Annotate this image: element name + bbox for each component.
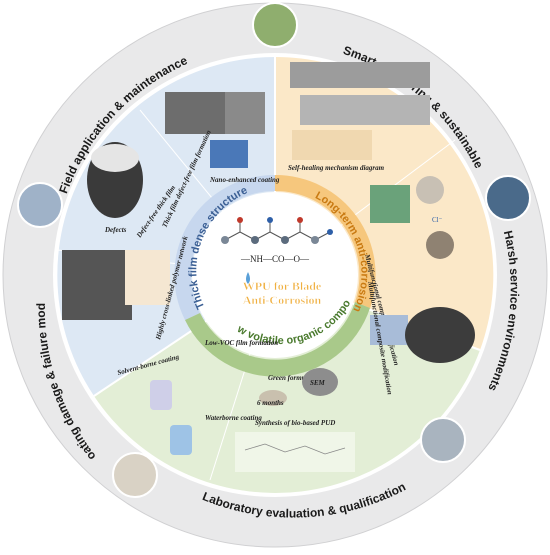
sem-fracture-image <box>405 307 475 363</box>
composite-block <box>370 185 410 223</box>
label-defects: Defects <box>104 226 127 234</box>
chloride-ion-label: Cl⁻ <box>432 216 443 224</box>
can-solvent-borne <box>150 380 172 410</box>
photo-blade-repair <box>17 182 63 228</box>
center-title-line2: Anti-Corrosion <box>243 293 322 307</box>
atom-nodes <box>221 217 333 244</box>
sem-image-crosssection-2 <box>225 92 265 134</box>
band-anti-corrosion <box>275 174 376 308</box>
band-thick-film <box>174 174 275 320</box>
center-title-line1: WPU for Blade <box>243 279 322 293</box>
urethane-formula: —NH—CO—O— <box>240 254 310 264</box>
corroded-sample-disc <box>426 231 454 259</box>
reaction-scheme <box>235 432 355 472</box>
coating-layers-block <box>370 315 408 345</box>
sem-strip-1 <box>290 62 430 88</box>
self-healing-diagram <box>292 130 372 160</box>
vial-image <box>259 390 287 406</box>
nano-enhanced-coating-block <box>210 140 248 168</box>
ring-photos <box>17 2 531 498</box>
can-waterborne <box>170 425 192 455</box>
sem-strip-2 <box>300 95 430 125</box>
photo-test-chamber <box>420 417 466 463</box>
sem-circle-image <box>302 368 338 396</box>
photo-eroded-blade <box>112 452 158 498</box>
reaction-scheme-lines <box>244 443 346 455</box>
coated-sample-disc <box>416 176 444 204</box>
water-droplet-icon <box>246 272 250 284</box>
sem-image-surface <box>62 250 132 320</box>
label-green-formula: Green formula <box>268 374 311 382</box>
center-circle <box>192 192 358 358</box>
label-nano-enhanced: Nano-enhanced coating <box>209 176 280 184</box>
low-voc-content: Low-VOC film formation Solvent-borne coa… <box>116 339 355 472</box>
label-waterborne: Waterborne coating <box>205 414 262 422</box>
defects-surface <box>91 144 139 172</box>
label-self-healing: Self-healing mechanism diagram <box>288 164 385 172</box>
label-low-voc-formation: Low-VOC film formation <box>204 339 278 347</box>
label-bio-based: Synthesis of bio-based PUD <box>255 419 335 427</box>
sem-image-crosssection-1 <box>165 92 225 134</box>
photo-offshore-blade <box>485 175 531 221</box>
label-months: 6 months <box>257 399 284 407</box>
photo-wind-turbine-landscape <box>252 2 298 48</box>
polymer-network-illustration <box>125 250 170 305</box>
band-low-voc <box>185 302 370 377</box>
label-sem: SEM <box>310 379 326 387</box>
